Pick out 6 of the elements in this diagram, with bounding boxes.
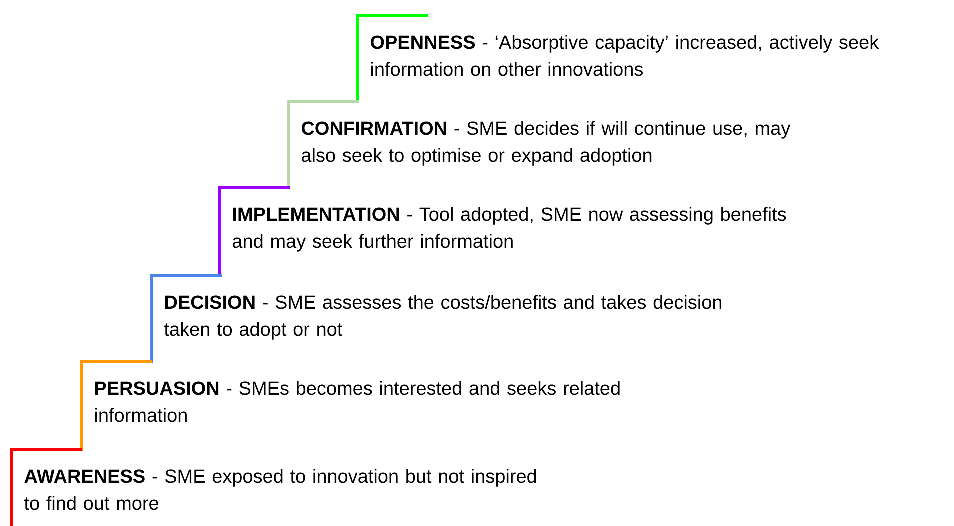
- step-description: AWARENESS - SME exposed to innovation but not inspired to find out more: [24, 469, 536, 510]
- step-description: CONFIRMATION - SME decides if will continue use, may also seek to optimise or expand adoption: [302, 121, 791, 166]
- step-description: DECISION - SME assesses the costs/benefits and takes decision taken to adopt or not: [164, 295, 722, 340]
- step-description: OPENNESS - ‘Absorptive capacity’ increased, actively seek information on other innovations: [371, 35, 880, 76]
- step-description: IMPLEMENTATION - Tool adopted, SME now assessing benefits and may seek further information: [233, 207, 786, 252]
- step-description: PERSUASION - SMEs becomes interested and seeks related information: [95, 381, 620, 422]
